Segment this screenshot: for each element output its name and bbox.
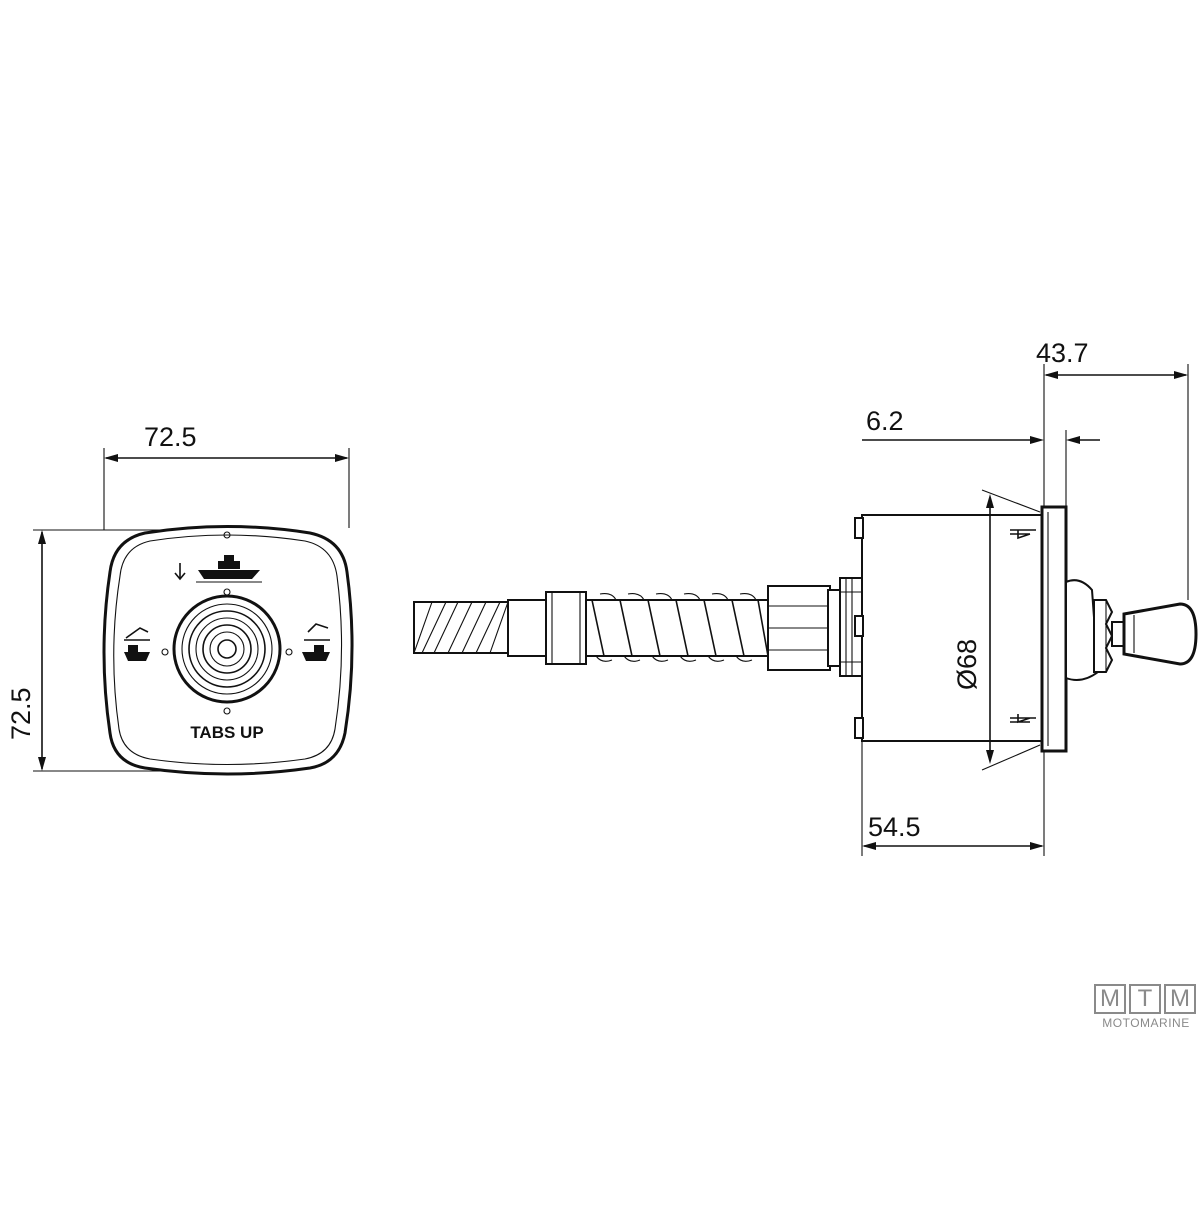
lever-length-dimension: 43.7	[1036, 338, 1189, 600]
front-height-dimension: 72.5	[6, 529, 228, 772]
depth-dimension: 54.5	[861, 741, 1045, 856]
diameter-label: Ø68	[952, 639, 982, 690]
starboard-indicator-dot	[285, 648, 293, 656]
diameter-dimension: Ø68	[952, 489, 1041, 771]
port-indicator-dot	[161, 648, 169, 656]
logo-letter: M	[1164, 984, 1196, 1014]
bezel-inner-outline	[113, 534, 343, 766]
bottom-indicator-dot	[223, 707, 231, 715]
lever-handle[interactable]	[1122, 602, 1198, 666]
logo-letter: T	[1129, 984, 1161, 1014]
joystick-boot[interactable]	[172, 594, 282, 704]
cable-gland	[767, 577, 863, 677]
side-view: 43.7 6.2 Ø68 54.5	[413, 338, 1198, 856]
front-width-dimension: 72.5	[103, 422, 350, 530]
depth-label: 54.5	[868, 812, 921, 842]
strain-relief-spring	[585, 593, 771, 662]
boat-icon	[196, 555, 262, 583]
switch-housing	[854, 514, 1043, 742]
tabs-up-label: TABS UP	[190, 723, 263, 742]
motomarine-logo: M T M MOTOMARINE	[1094, 984, 1198, 1032]
logo-subtitle: MOTOMARINE	[1102, 1016, 1190, 1030]
mounting-flange	[1040, 505, 1068, 753]
bow-down-symbol	[174, 563, 186, 581]
lever-length-label: 43.7	[1036, 338, 1089, 368]
bezel-screw-hole	[223, 531, 231, 539]
front-view: 72.5 72.5	[6, 422, 354, 776]
port-tab-symbol	[124, 627, 150, 661]
front-height-label: 72.5	[6, 687, 36, 740]
flange-thickness-label: 6.2	[866, 406, 904, 436]
starboard-tab-symbol	[302, 623, 330, 661]
logo-letter: M	[1094, 984, 1126, 1014]
flange-thickness-dimension: 6.2	[862, 406, 1100, 507]
cable-tail	[413, 591, 587, 665]
front-width-label: 72.5	[144, 422, 197, 452]
lever-boot	[1065, 579, 1127, 681]
